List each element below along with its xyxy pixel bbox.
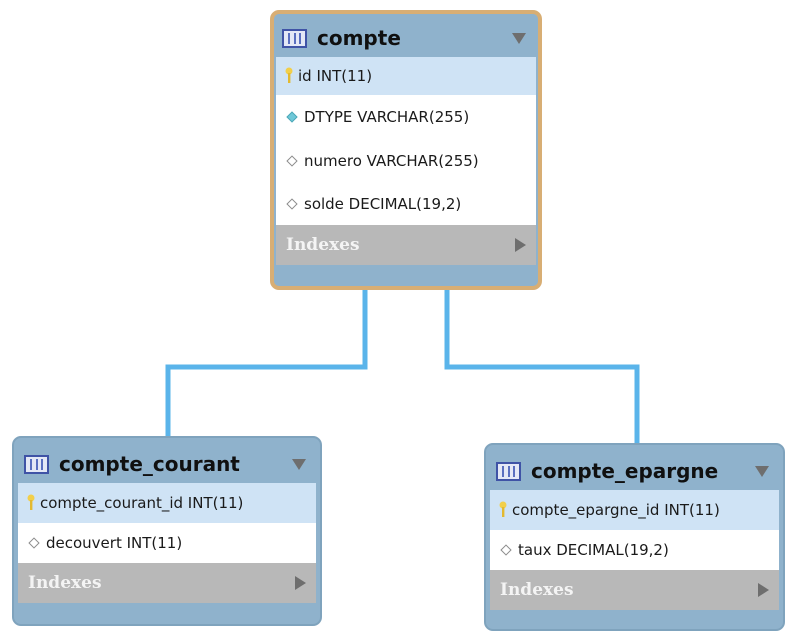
column-row[interactable]: id INT(11): [276, 57, 536, 95]
expand-arrow-icon[interactable]: [295, 576, 306, 590]
column-label: numero VARCHAR(255): [304, 152, 479, 170]
column-label: taux DECIMAL(19,2): [518, 541, 669, 559]
column-row[interactable]: DTYPE VARCHAR(255): [276, 95, 536, 139]
table-name: compte_courant: [59, 452, 240, 476]
column-row[interactable]: taux DECIMAL(19,2): [490, 530, 779, 570]
column-label: compte_epargne_id INT(11): [512, 501, 720, 519]
column-label: decouvert INT(11): [46, 534, 183, 552]
indexes-label: Indexes: [286, 235, 360, 255]
column-label: id INT(11): [298, 67, 373, 85]
table-name: compte_epargne: [531, 459, 719, 483]
column-row[interactable]: decouvert INT(11): [18, 523, 316, 563]
column-list: compte_courant_id INT(11) decouvert INT(…: [18, 483, 316, 563]
table-name: compte: [317, 26, 401, 50]
indexes-label: Indexes: [500, 580, 574, 600]
table-compte[interactable]: compte id INT(11) DTYPE VARCHAR(255) num…: [270, 10, 542, 290]
table-header[interactable]: compte: [276, 19, 536, 57]
diamond-icon: [286, 155, 298, 167]
indexes-bar[interactable]: Indexes: [490, 570, 779, 610]
key-icon: [27, 494, 35, 510]
table-icon: [24, 454, 49, 474]
expand-arrow-icon[interactable]: [515, 238, 526, 252]
connector-compte-to-compte-courant[interactable]: [165, 287, 368, 440]
indexes-label: Indexes: [28, 573, 102, 593]
diamond-icon: [286, 198, 298, 210]
column-list: compte_epargne_id INT(11) taux DECIMAL(1…: [490, 490, 779, 570]
column-row[interactable]: numero VARCHAR(255): [276, 139, 536, 183]
table-header[interactable]: compte_courant: [18, 445, 316, 483]
table-compte-epargne[interactable]: compte_epargne compte_epargne_id INT(11)…: [484, 443, 785, 631]
expand-arrow-icon[interactable]: [758, 583, 769, 597]
diamond-icon: [28, 537, 40, 549]
indexes-bar[interactable]: Indexes: [18, 563, 316, 603]
indexes-bar[interactable]: Indexes: [276, 225, 536, 265]
column-row[interactable]: solde DECIMAL(19,2): [276, 183, 536, 225]
table-icon: [496, 461, 521, 481]
column-label: solde DECIMAL(19,2): [304, 195, 462, 213]
column-row[interactable]: compte_courant_id INT(11): [18, 483, 316, 523]
key-icon: [285, 67, 293, 83]
column-row[interactable]: compte_epargne_id INT(11): [490, 490, 779, 530]
key-icon: [499, 501, 507, 517]
filled-diamond-icon: [286, 111, 298, 123]
column-label: DTYPE VARCHAR(255): [304, 108, 470, 126]
diamond-icon: [500, 544, 512, 556]
collapse-arrow-icon[interactable]: [292, 458, 306, 470]
collapse-arrow-icon[interactable]: [755, 465, 769, 477]
collapse-arrow-icon[interactable]: [512, 32, 526, 44]
table-icon: [282, 28, 307, 48]
connector-compte-to-compte-epargne[interactable]: [444, 287, 640, 446]
column-list: id INT(11) DTYPE VARCHAR(255) numero VAR…: [276, 57, 536, 225]
table-header[interactable]: compte_epargne: [490, 452, 779, 490]
column-label: compte_courant_id INT(11): [40, 494, 244, 512]
table-compte-courant[interactable]: compte_courant compte_courant_id INT(11)…: [12, 436, 322, 626]
